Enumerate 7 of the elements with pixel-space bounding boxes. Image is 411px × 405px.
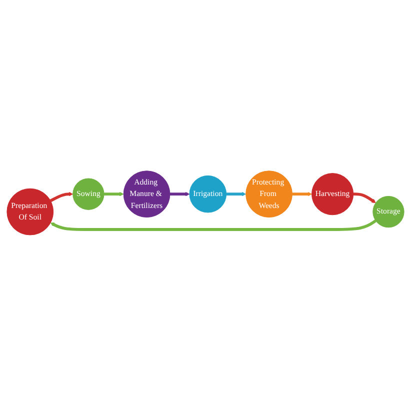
arrow xyxy=(170,192,190,196)
arrow xyxy=(292,192,312,196)
arrow xyxy=(353,192,376,203)
arrow xyxy=(104,192,124,196)
arrow xyxy=(226,192,246,196)
arrow xyxy=(50,219,377,230)
arrow xyxy=(50,192,74,202)
